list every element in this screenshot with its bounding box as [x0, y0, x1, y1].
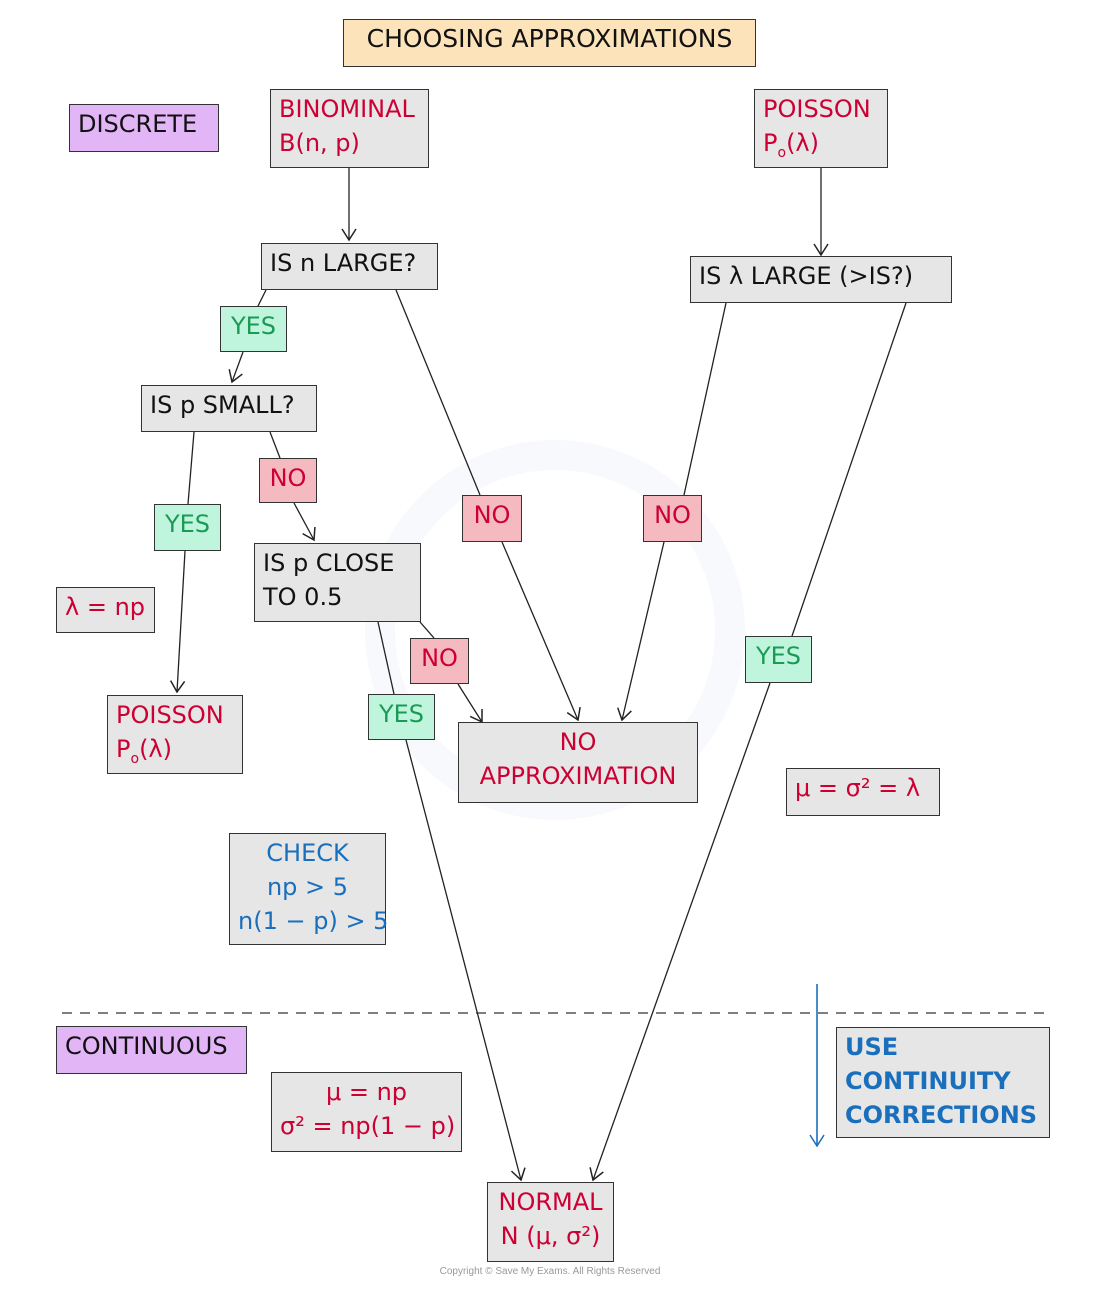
- poisson-result-box: POISSON Po(λ): [107, 695, 243, 774]
- line-p-close-to-yes: [377, 621, 395, 695]
- binomial-box: BINOMINAL B(n, p): [270, 89, 429, 168]
- arrow-no-to-no-approx-1: [501, 541, 581, 722]
- no-approximation-line2: APPROXIMATION: [479, 762, 677, 790]
- poisson-result-notation: Po(λ): [116, 735, 172, 767]
- poisson-top-notation: Po(λ): [763, 129, 819, 161]
- check-condition-np: np > 5: [266, 873, 349, 901]
- answer-no-p-close: NO: [410, 638, 469, 684]
- question-p-close-half: IS p CLOSE TO 0.5: [254, 543, 421, 622]
- normal-box: NORMAL N (μ, σ²): [487, 1182, 614, 1262]
- arrow-no-to-no-approx-3: [457, 683, 483, 724]
- answer-yes-p-small: YES: [154, 504, 221, 551]
- binomial-notation: B(n, p): [279, 129, 360, 157]
- arrow-yes-to-normal-left: [405, 739, 526, 1182]
- diagram-title: CHOOSING APPROXIMATIONS: [343, 19, 756, 67]
- answer-yes-lambda-large: YES: [745, 636, 812, 683]
- arrow-no-to-p-close: [293, 502, 316, 542]
- answer-no-p-small: NO: [259, 458, 317, 503]
- lambda-equals-np: λ = np: [56, 587, 155, 633]
- poisson-top-box: POISSON Po(λ): [754, 89, 888, 168]
- arrow-no-to-no-approx-2: [617, 541, 665, 722]
- arrow-yes-to-poisson: [169, 550, 186, 694]
- question-lambda-large: IS λ LARGE (>IS?): [690, 256, 952, 303]
- question-p-close-line2: TO 0.5: [263, 583, 343, 611]
- answer-yes-n-large: YES: [220, 306, 287, 352]
- line-p-small-to-yes: [187, 431, 195, 505]
- answer-no-lambda-large: NO: [643, 495, 702, 542]
- continuity-line3: CORRECTIONS: [845, 1101, 1038, 1129]
- arrow-yes-to-normal-right: [589, 682, 771, 1182]
- binomial-normal-mu: μ = np: [325, 1078, 408, 1106]
- arrow-yes-to-p-small: [228, 351, 244, 384]
- poisson-normal-params: μ = σ² = λ: [786, 768, 940, 816]
- answer-yes-p-close: YES: [368, 694, 435, 740]
- line-n-large-to-yes: [257, 289, 267, 307]
- continuous-label: CONTINUOUS: [56, 1026, 247, 1074]
- normal-name: NORMAL: [498, 1188, 603, 1216]
- line-p-close-to-no: [419, 621, 435, 639]
- binomial-name: BINOMINAL: [279, 95, 415, 123]
- check-heading: CHECK: [266, 839, 349, 867]
- check-condition-nq: n(1 − p) > 5: [238, 907, 389, 935]
- question-p-small: IS p SMALL?: [141, 385, 317, 432]
- line-p-small-to-no: [269, 431, 281, 459]
- question-n-large: IS n LARGE?: [261, 243, 438, 290]
- binomial-normal-params: μ = np σ² = np(1 − p): [271, 1072, 462, 1152]
- continuity-line2: CONTINUITY: [845, 1067, 1011, 1095]
- copyright-notice: Copyright © Save My Exams. All Rights Re…: [439, 1266, 661, 1277]
- line-lambda-large-to-no: [683, 302, 727, 496]
- binomial-normal-sigma: σ² = np(1 − p): [280, 1112, 456, 1140]
- question-p-close-line1: IS p CLOSE: [263, 549, 395, 577]
- continuity-corrections-box: USE CONTINUITY CORRECTIONS: [836, 1027, 1050, 1138]
- check-conditions-box: CHECK np > 5 n(1 − p) > 5: [229, 833, 389, 945]
- no-approximation-box: NO APPROXIMATION: [458, 722, 698, 803]
- line-lambda-large-to-yes: [791, 302, 907, 637]
- continuity-line1: USE: [845, 1033, 899, 1061]
- answer-no-n-large: NO: [462, 495, 522, 542]
- line-n-large-to-no: [395, 289, 481, 496]
- no-approximation-line1: NO: [559, 728, 597, 756]
- discrete-label: DISCRETE: [69, 104, 219, 152]
- normal-notation: N (μ, σ²): [500, 1222, 601, 1250]
- poisson-result-name: POISSON: [116, 701, 224, 729]
- poisson-top-name: POISSON: [763, 95, 871, 123]
